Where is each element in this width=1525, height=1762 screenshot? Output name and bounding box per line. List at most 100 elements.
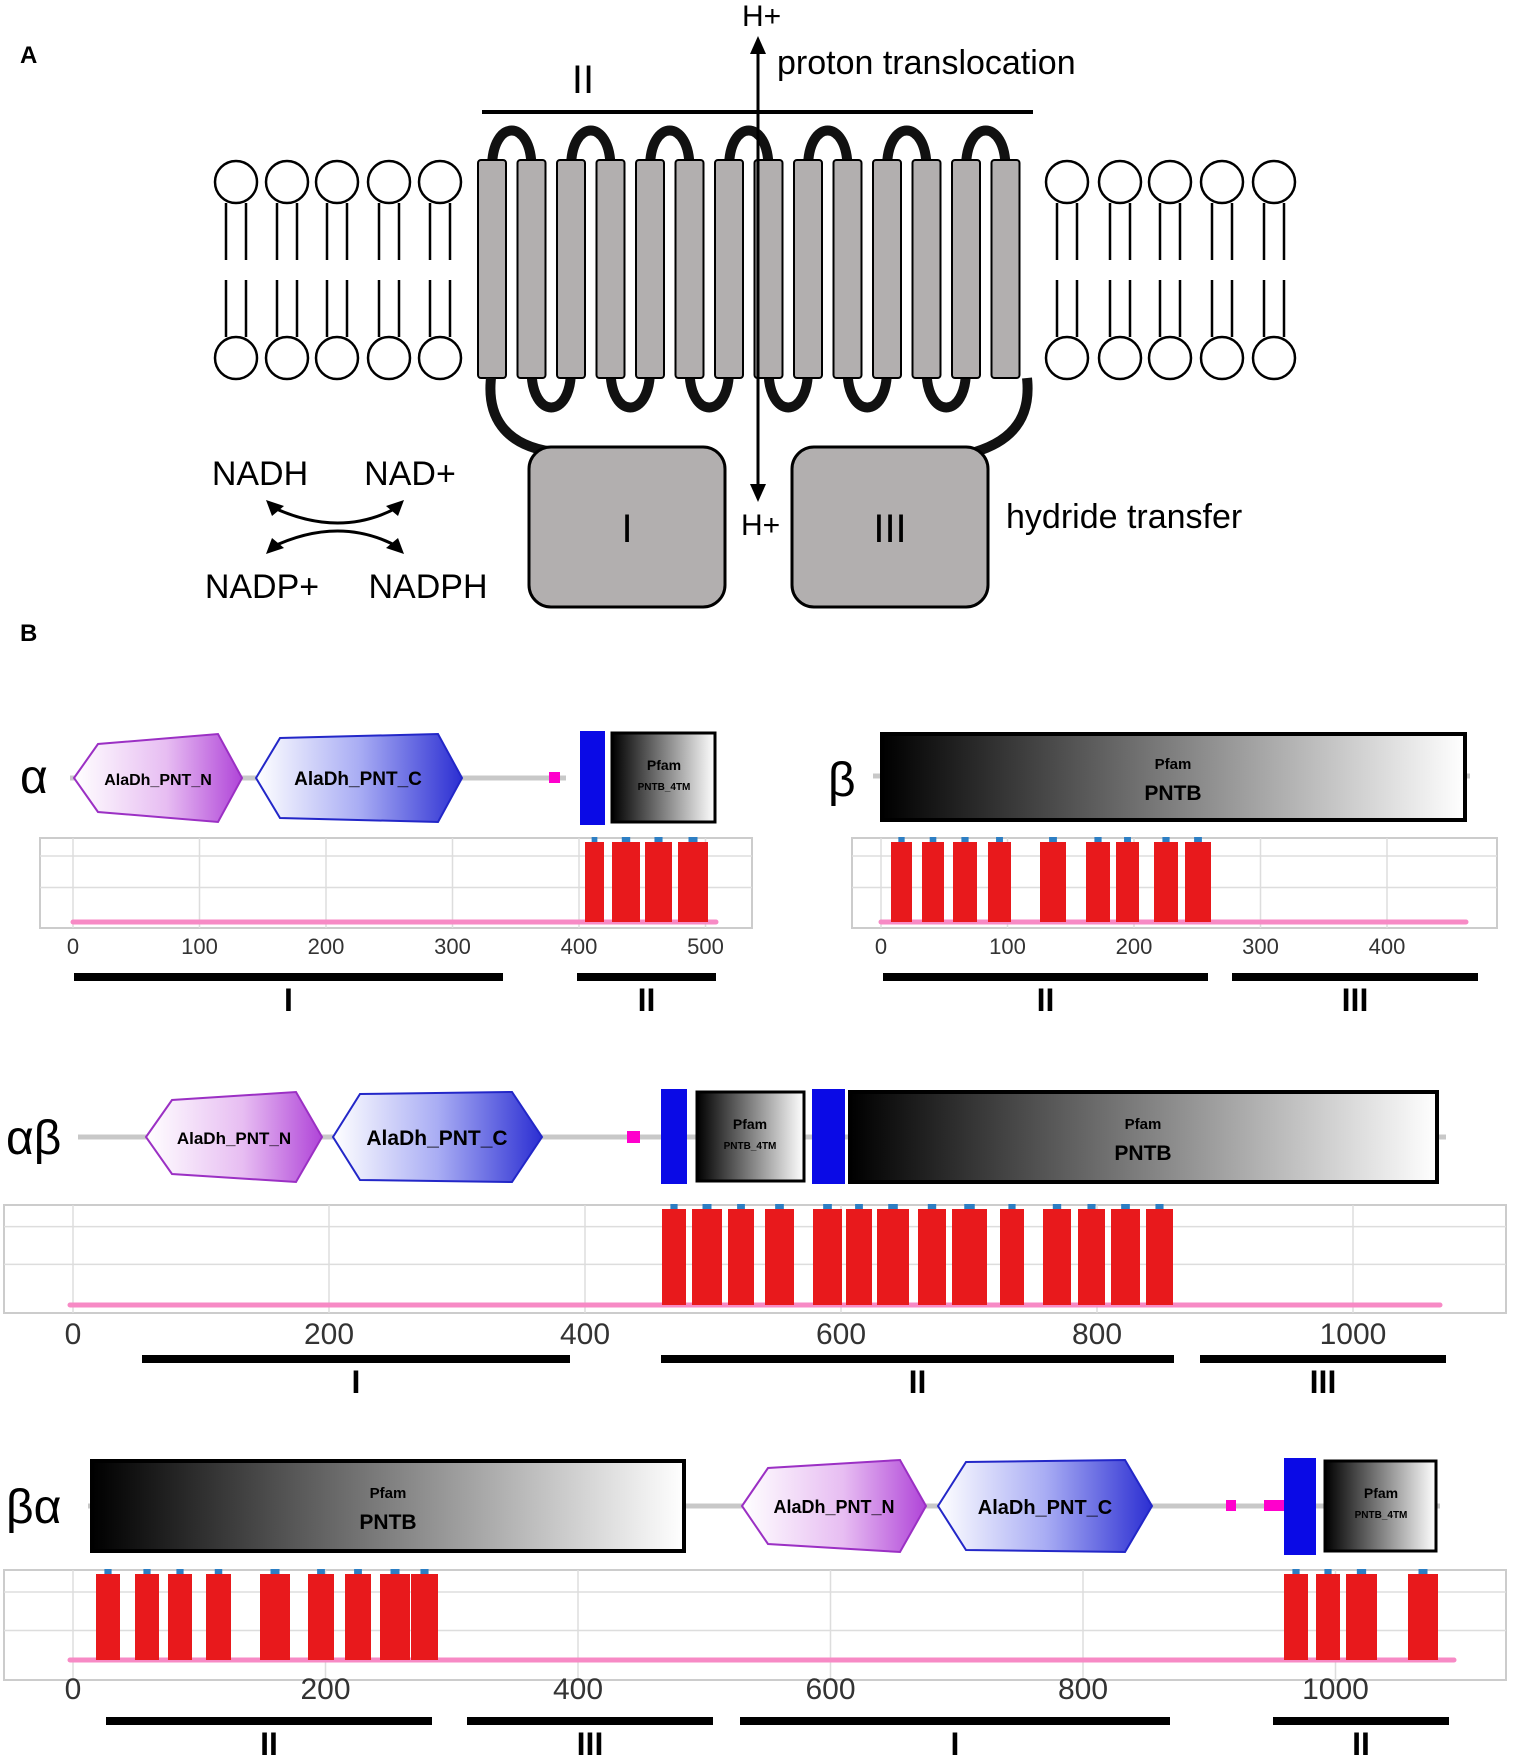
lipid-molecule	[417, 159, 463, 381]
axis-tick-label: 1000	[1302, 1673, 1369, 1706]
signal-peptide-alphabeta-2	[812, 1089, 845, 1184]
axis-tick-label: 200	[304, 1318, 354, 1351]
panel-a-label: A	[20, 42, 37, 69]
tm-segment-bar	[918, 1209, 946, 1305]
topology-mark	[1324, 1569, 1332, 1574]
tm-segment-bar	[1154, 842, 1178, 922]
topology-mark	[104, 1569, 112, 1574]
topology-mark	[143, 1569, 151, 1574]
topology-mark	[654, 837, 663, 842]
pfam-alphabeta-4tm: Pfam PNTB_4TM	[695, 1090, 806, 1183]
tm-segment-bar	[380, 1574, 410, 1660]
topology-mark	[420, 1569, 429, 1574]
track-alpha: α AlaDh_PNT_N AlaDh_PNT_C Pfam PNTB_4TM …	[20, 731, 753, 1018]
lipid-bilayer	[213, 159, 1297, 381]
tm-helix	[635, 159, 665, 379]
axis-tick-label: 200	[1116, 934, 1153, 959]
lipid-molecule	[1147, 159, 1193, 381]
topology-mark	[214, 1569, 223, 1574]
arrowhead-nad-plus	[386, 500, 404, 516]
tm-segment-bar	[877, 1209, 909, 1305]
extracellular-loop	[803, 125, 853, 169]
cytoplasmic-loop	[763, 369, 813, 413]
topology-mark	[1162, 837, 1170, 842]
tm-segment-bar	[1078, 1209, 1105, 1305]
pfam-top-betaalpha-4tm: Pfam	[1364, 1485, 1398, 1501]
tm-segment-bar	[1284, 1574, 1308, 1660]
topology-mark	[354, 1569, 362, 1574]
region-label: II	[260, 1726, 278, 1762]
extracellular-loop	[566, 125, 616, 169]
lipid-molecule	[1199, 159, 1245, 381]
cytoplasmic-loop	[921, 369, 971, 413]
tm-helices	[477, 159, 1021, 379]
topology-mark	[996, 837, 1003, 842]
tm-segment-bar	[1346, 1574, 1377, 1660]
tm-segment-bar	[206, 1574, 231, 1660]
region-label: II	[1352, 1726, 1370, 1762]
tm-helix	[753, 159, 784, 379]
topology-mark	[621, 837, 631, 842]
pfam-label-betaalpha: PNTB	[359, 1511, 416, 1534]
extracellular-loop	[645, 125, 695, 169]
lipid-molecule	[366, 159, 412, 381]
extracellular-loop	[882, 125, 932, 169]
tm-segment-bar	[1185, 842, 1211, 922]
region-label: I	[951, 1726, 960, 1762]
pfam-alphabeta-pntb: Pfam PNTB	[848, 1090, 1439, 1184]
pfam-label-alphabeta-4tm: PNTB_4TM	[724, 1141, 777, 1152]
hex-alphabeta-c: AlaDh_PNT_C	[331, 1090, 544, 1184]
lipid-molecule	[314, 159, 360, 381]
tm-segment-bar	[1000, 1209, 1024, 1305]
axis-tick-label: 800	[1058, 1673, 1108, 1706]
tm-helix	[990, 159, 1021, 379]
pfam-top-alphabeta-4tm: Pfam	[733, 1116, 767, 1132]
tm-segment-bar	[922, 842, 944, 922]
region-label: II	[638, 982, 656, 1018]
pfam-label-betaalpha-4tm: PNTB_4TM	[1355, 1510, 1408, 1521]
lipid-molecule	[1251, 159, 1297, 381]
pfam-beta: Pfam PNTB	[880, 732, 1467, 822]
domain-label-alpha-n: AlaDh_PNT_N	[104, 772, 212, 789]
axis-tick-label: 100	[181, 934, 218, 959]
axis-tick-label: 0	[67, 934, 79, 959]
tm-segment-bar	[1316, 1574, 1340, 1660]
tm-segment-bar	[765, 1209, 794, 1305]
tm-segment-bar	[1408, 1574, 1438, 1660]
topology-mark	[855, 1204, 863, 1209]
topology-mark	[1049, 837, 1057, 842]
domain-label-alphabeta-n: AlaDh_PNT_N	[177, 1129, 291, 1148]
hex-alphabeta-n: AlaDh_PNT_N	[144, 1090, 324, 1184]
hex-alpha-c: AlaDh_PNT_C	[254, 732, 464, 824]
connector-to-domain-iii	[973, 377, 1033, 457]
pfam-alpha-4tm: Pfam PNTB_4TM	[610, 731, 717, 824]
extracellular-loop	[961, 125, 1011, 169]
tm-segment-bar	[308, 1574, 334, 1660]
extracellular-loop	[487, 125, 537, 169]
tm-segment-bar	[612, 842, 640, 922]
tm-segment-bar	[846, 1209, 872, 1305]
signal-peptide-alphabeta-1	[661, 1089, 687, 1184]
tm-segment-bar	[953, 842, 977, 922]
hex-betaalpha-n: AlaDh_PNT_N	[740, 1458, 928, 1554]
reaction-arc-bottom	[269, 529, 401, 550]
topology-mark	[929, 837, 937, 842]
topology-mark	[1008, 1204, 1016, 1209]
extracellular-loop	[724, 125, 774, 169]
axis-tick-label: 300	[1242, 934, 1279, 959]
tm-segment-bar	[728, 1209, 754, 1305]
tm-segment-bar	[260, 1574, 290, 1660]
axis-tick-label: 200	[300, 1673, 350, 1706]
axis-tick-label: 0	[65, 1318, 82, 1351]
topology-mark	[1124, 837, 1131, 842]
signal-peptide-alpha	[580, 731, 605, 825]
region-label: III	[577, 1726, 604, 1762]
pfam-top-alphabeta: Pfam	[1125, 1116, 1162, 1133]
arrowhead-nadh	[266, 500, 284, 516]
proton-translocation-label: proton translocation	[777, 44, 1076, 82]
region-label: I	[284, 982, 293, 1018]
